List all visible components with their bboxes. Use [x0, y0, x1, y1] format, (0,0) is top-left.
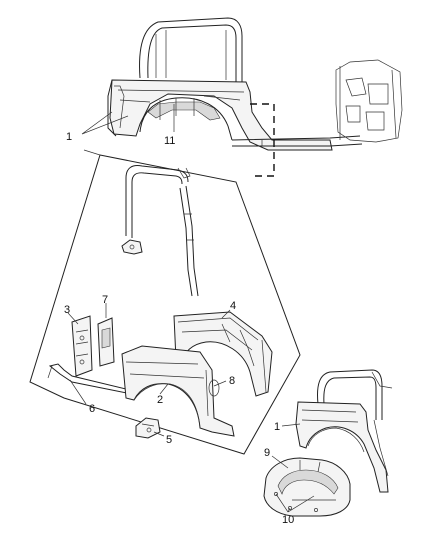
callout-5: 5 — [166, 434, 172, 446]
callout-1-bottom: 1 — [274, 421, 280, 433]
part-4-inner-panel — [173, 311, 273, 397]
callout-1-top: 1 — [66, 131, 72, 143]
top-body-assembly — [107, 17, 403, 177]
part-7-reinforcement — [97, 317, 115, 367]
leader-lines-bottom — [271, 423, 315, 513]
callout-3: 3 — [64, 304, 70, 316]
callout-8: 8 — [229, 375, 235, 387]
part-3-pillar-bracket — [71, 315, 93, 377]
exploded-view-outline — [29, 154, 301, 455]
part-9-10-wheelhouse-liner — [263, 457, 351, 517]
leader-1-to-outline — [83, 149, 101, 156]
callout-7: 7 — [102, 294, 108, 306]
callout-10: 10 — [282, 514, 294, 526]
callout-4: 4 — [230, 300, 236, 312]
callout-11: 11 — [164, 135, 175, 147]
callout-2: 2 — [157, 394, 163, 406]
part-2-outer-panel — [121, 345, 235, 437]
part-roll-bar-tube — [125, 165, 199, 297]
leader-lines-top — [81, 104, 175, 135]
leader-lines-exploded — [67, 303, 231, 437]
callout-6: 6 — [89, 403, 95, 415]
bottom-right-assembly — [295, 369, 393, 493]
part-small-bracket — [121, 239, 143, 255]
part-5-bracket — [135, 417, 161, 439]
callout-9: 9 — [264, 447, 270, 459]
